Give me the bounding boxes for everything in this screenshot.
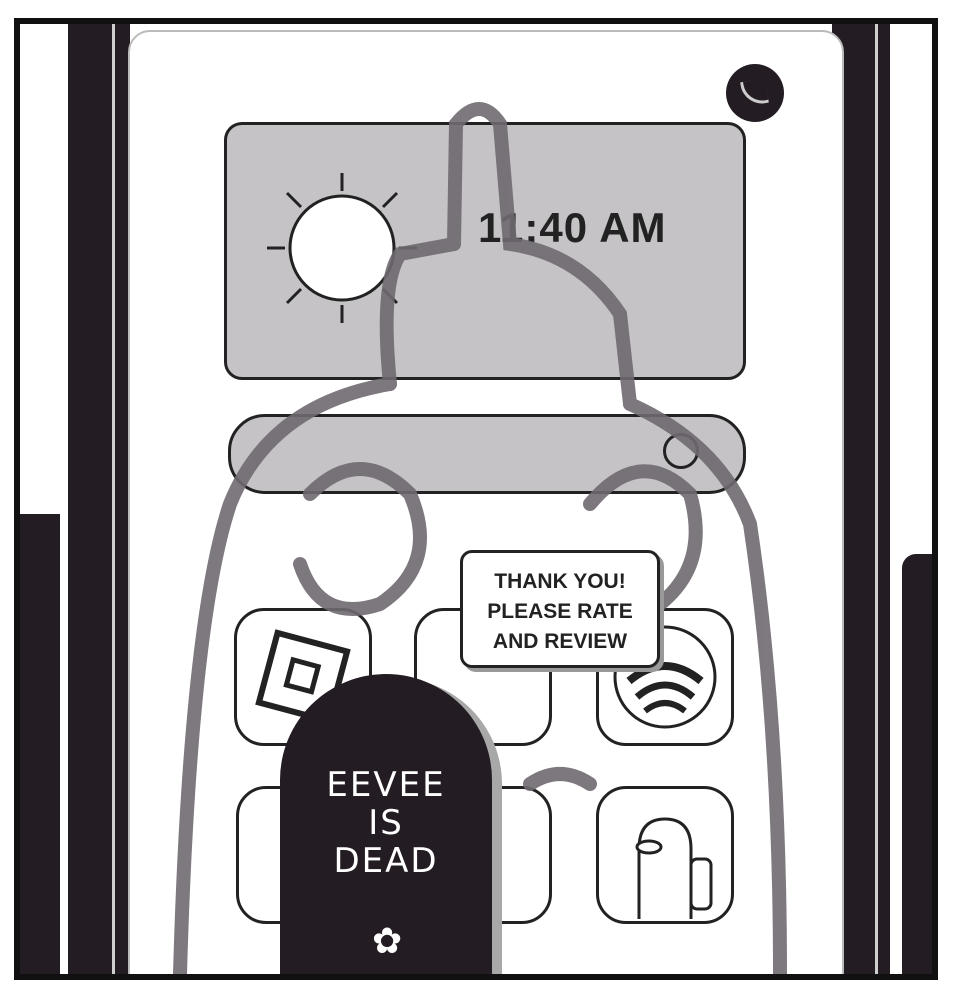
camera-icon <box>726 64 784 122</box>
bubble-line-3: AND REVIEW <box>492 630 628 653</box>
crewmate-icon <box>635 817 713 919</box>
tombstone: EEVEE IS DEAD ✿ <box>280 674 492 974</box>
flower-icon: ✿ <box>372 920 403 961</box>
speech-bubble: THANK YOU! PLEASE RATE AND REVIEW <box>460 550 660 668</box>
bubble-line-2: PLEASE RATE <box>487 600 633 623</box>
audio-app[interactable] <box>596 608 734 746</box>
left-hand <box>20 514 60 974</box>
phone-edge-highlight-left <box>112 24 115 974</box>
comic-panel: 11:40 AM <box>14 18 938 980</box>
sound-waves-icon <box>613 625 717 729</box>
tombstone-line-2: IS <box>368 803 404 843</box>
phone-edge-left <box>68 24 130 974</box>
ghost-eevee-overlay <box>173 102 787 974</box>
phone-edge-highlight-right <box>875 24 878 974</box>
tombstone-line-3: DEAD <box>333 841 439 881</box>
bubble-line-1: THANK YOU! <box>494 570 626 593</box>
tombstone-line-1: EEVEE <box>326 765 446 805</box>
right-hand <box>902 554 932 974</box>
clock-widget[interactable] <box>224 122 746 380</box>
tombstone-text: EEVEE IS DEAD <box>280 766 492 880</box>
among-us-app[interactable] <box>596 786 734 924</box>
sun-icon <box>267 173 417 323</box>
